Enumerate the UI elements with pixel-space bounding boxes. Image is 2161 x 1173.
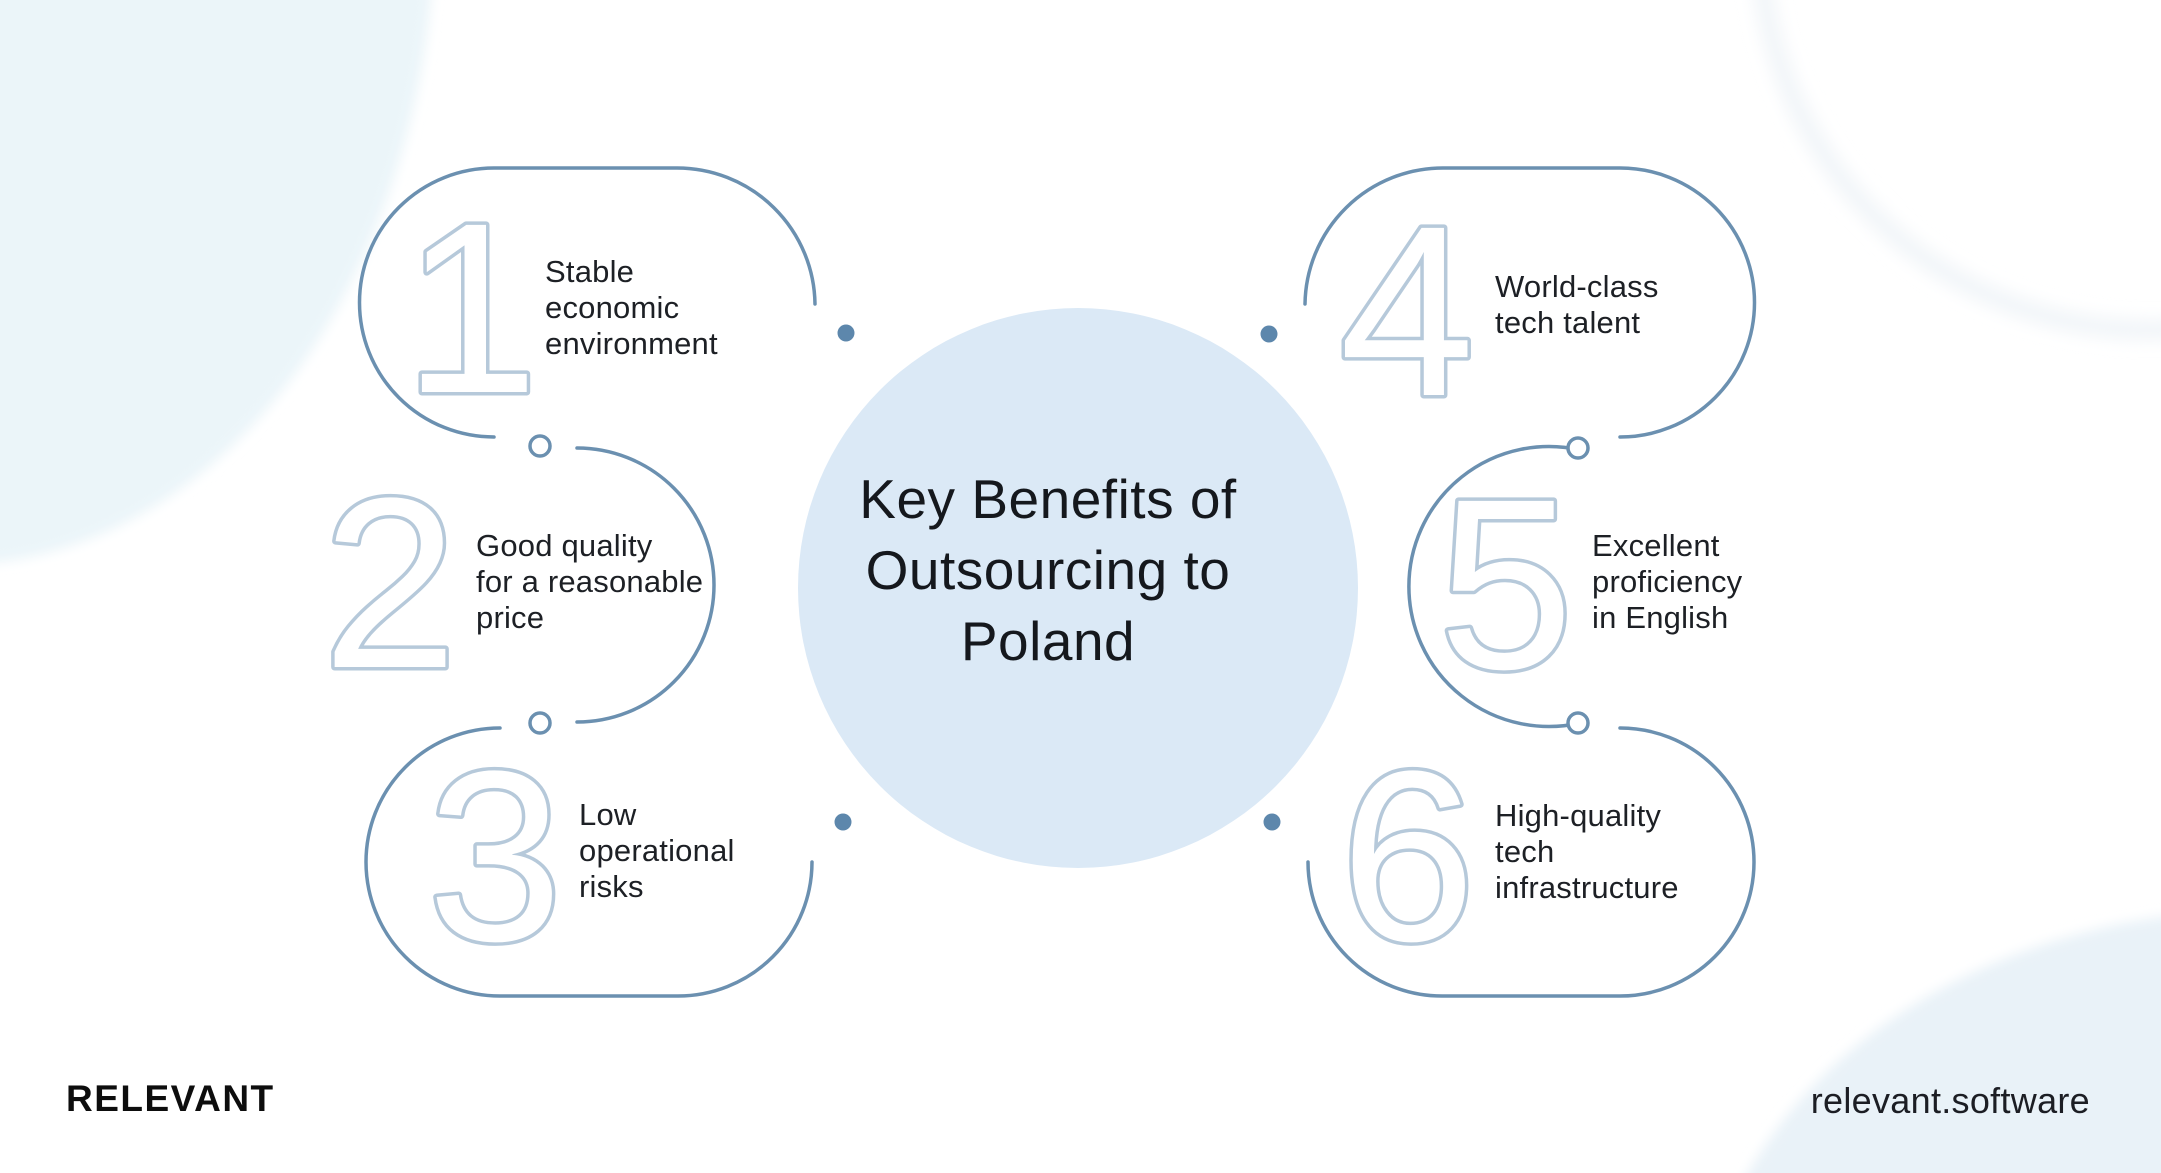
bg-blob-bottom-right bbox=[1748, 917, 2161, 1173]
item6-outline-shape bbox=[1306, 726, 1756, 998]
page-title-line: Poland bbox=[960, 610, 1136, 672]
item2-label-line: price bbox=[476, 600, 545, 635]
connector-ring-right-top bbox=[1566, 436, 1590, 460]
item3-outline-shape bbox=[364, 726, 814, 998]
item5-label-line: Excellent bbox=[1592, 528, 1720, 563]
item1-label-line: environment bbox=[545, 326, 718, 361]
item3-label: Low operational risks bbox=[579, 797, 735, 905]
item4-label-line: tech talent bbox=[1495, 305, 1641, 340]
center-circle bbox=[798, 308, 1358, 868]
item6-label-line: infrastructure bbox=[1495, 870, 1679, 905]
item5-outline-shape bbox=[1407, 444, 1582, 729]
connector-dot-bottom-left bbox=[834, 813, 852, 831]
page-title: Key Benefits of Outsourcing to Poland bbox=[748, 464, 1348, 677]
website-link[interactable]: relevant.software bbox=[1810, 1080, 2090, 1121]
item2-label: Good quality for a reasonable price bbox=[476, 528, 703, 636]
bg-blob-top-left bbox=[0, 0, 431, 562]
item1-label-line: Stable bbox=[545, 254, 635, 289]
item4-label: World-class tech talent bbox=[1495, 269, 1659, 341]
connector-ring-left-bottom bbox=[528, 711, 552, 735]
relevant-logo: RELEVANT bbox=[66, 1078, 275, 1119]
item6-number: 6 bbox=[1340, 721, 1475, 992]
item3-label-line: operational bbox=[579, 833, 735, 868]
item6-label-line: High-quality bbox=[1495, 798, 1662, 833]
connector-dot-top-left bbox=[837, 324, 855, 342]
item5-number: 5 bbox=[1438, 449, 1573, 720]
connector-dot-top-right bbox=[1260, 325, 1278, 343]
item5-label: Excellent proficiency in English bbox=[1592, 528, 1742, 636]
page-title-line: Outsourcing to bbox=[865, 539, 1231, 601]
item1-label-line: economic bbox=[545, 290, 680, 325]
item3-number: 3 bbox=[427, 721, 562, 992]
item2-number: 2 bbox=[322, 448, 457, 719]
item6-label-line: tech bbox=[1495, 834, 1555, 869]
item1-outline-shape bbox=[357, 166, 817, 439]
bg-ring-top-right bbox=[1756, 0, 2161, 338]
item5-label-line: in English bbox=[1592, 600, 1729, 635]
item4-number: 4 bbox=[1339, 176, 1474, 447]
item6-label: High-quality tech infrastructure bbox=[1495, 798, 1679, 906]
item5-label-line: proficiency bbox=[1592, 564, 1743, 599]
item4-outline-shape bbox=[1303, 166, 1757, 439]
connector-ring-right-bottom bbox=[1566, 711, 1590, 735]
page-title-line: Key Benefits of bbox=[859, 468, 1237, 530]
item1-label: Stable economic environment bbox=[545, 254, 718, 362]
item3-label-line: risks bbox=[579, 869, 644, 904]
connector-ring-left-top bbox=[528, 434, 552, 458]
item2-outline-shape bbox=[575, 446, 716, 724]
item1-number: 1 bbox=[403, 173, 538, 444]
item3-label-line: Low bbox=[579, 797, 637, 832]
item2-label-line: for a reasonable bbox=[476, 564, 704, 599]
item2-label-line: Good quality bbox=[476, 528, 653, 563]
connector-dot-bottom-right bbox=[1263, 813, 1281, 831]
item4-label-line: World-class bbox=[1495, 269, 1659, 304]
